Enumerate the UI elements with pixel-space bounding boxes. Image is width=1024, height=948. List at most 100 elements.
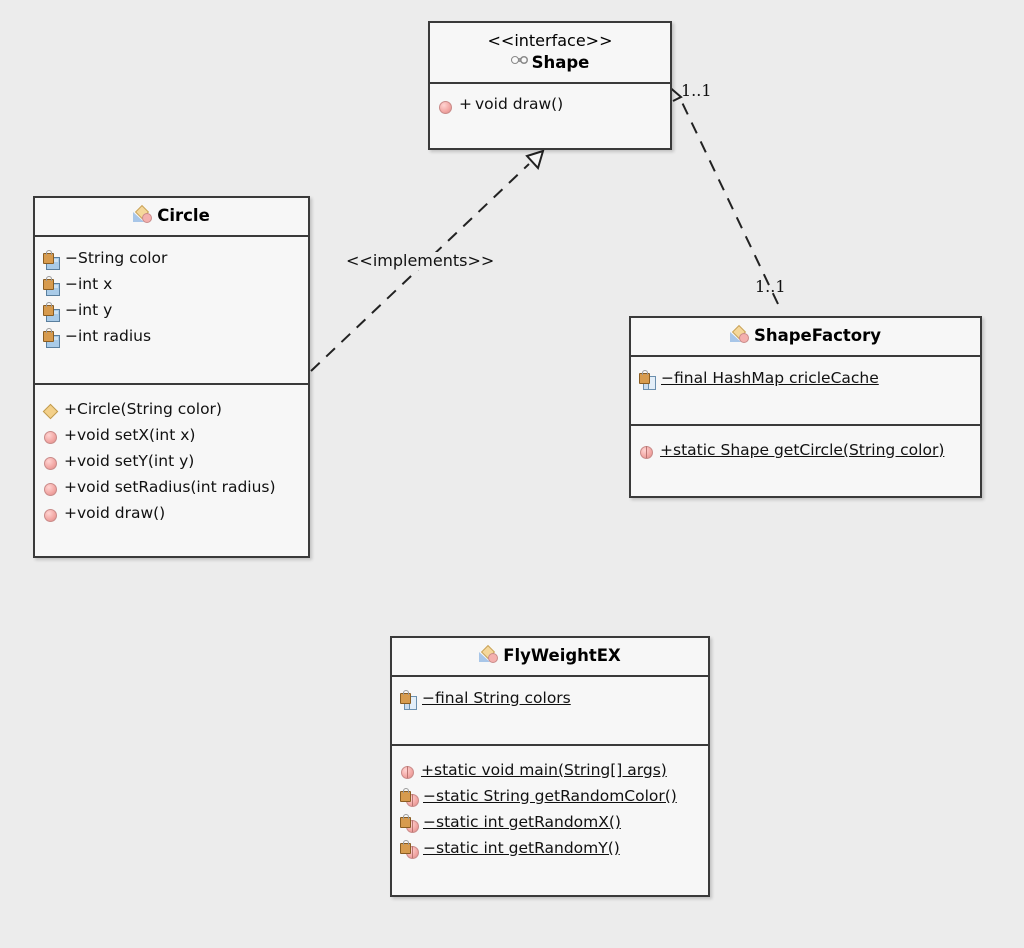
interface-icon bbox=[510, 55, 528, 67]
member-row[interactable]: + static void main(String[] args) bbox=[400, 757, 702, 783]
member-visibility: − bbox=[423, 786, 436, 805]
public-method-icon bbox=[43, 508, 59, 523]
compartment-divider bbox=[392, 675, 708, 678]
member-row[interactable]: − static int getRandomX() bbox=[400, 809, 702, 835]
member-visibility: − bbox=[65, 248, 78, 267]
member-visibility: + bbox=[459, 95, 472, 114]
private-static-method-icon bbox=[400, 813, 419, 834]
member-signature: Circle(String color) bbox=[77, 399, 222, 418]
class-icon bbox=[479, 644, 499, 663]
member-visibility: − bbox=[65, 300, 78, 319]
member-row[interactable]: + static Shape getCircle(String color) bbox=[639, 437, 974, 463]
class-box-flyweightex[interactable]: FlyWeightEX − final String colors + stat… bbox=[390, 636, 710, 898]
private-field-icon bbox=[43, 275, 61, 296]
member-signature: static void main(String[] args) bbox=[434, 760, 667, 779]
member-signature: void draw() bbox=[77, 503, 166, 522]
class-name-shapefactory: ShapeFactory bbox=[753, 326, 882, 345]
compartment-divider bbox=[631, 424, 980, 427]
member-signature: int x bbox=[78, 274, 113, 293]
member-visibility: + bbox=[64, 399, 77, 418]
compartment-divider bbox=[430, 81, 670, 84]
private-static-field-icon bbox=[400, 689, 418, 710]
member-signature: void setY(int y) bbox=[77, 451, 195, 470]
member-row[interactable]: − static int getRandomY() bbox=[400, 835, 702, 861]
private-field-icon bbox=[43, 327, 61, 348]
member-visibility: − bbox=[423, 812, 436, 831]
member-visibility: + bbox=[64, 425, 77, 444]
compartment-divider bbox=[35, 235, 308, 238]
member-signature: static int getRandomY() bbox=[436, 838, 620, 857]
member-signature: String color bbox=[78, 248, 168, 267]
edge-label-implements: <<implements>> bbox=[344, 251, 497, 270]
private-static-method-icon bbox=[400, 787, 419, 808]
fields-compartment-flyweightex: − final String colors bbox=[392, 677, 708, 744]
fields-compartment-circle: − String color − int x − int y − int rad… bbox=[35, 237, 308, 383]
member-row[interactable]: − String color bbox=[43, 245, 302, 271]
edge-uses bbox=[666, 84, 779, 305]
member-row[interactable]: + void draw() bbox=[438, 92, 664, 118]
methods-compartment-shape: + void draw() bbox=[430, 84, 670, 148]
class-title-line: ShapeFactory bbox=[637, 324, 974, 347]
member-row[interactable]: − final String colors bbox=[400, 685, 702, 711]
member-visibility: − bbox=[423, 838, 436, 857]
member-visibility: + bbox=[64, 451, 77, 470]
methods-compartment-circle: + Circle(String color) + void setX(int x… bbox=[35, 385, 308, 556]
member-row[interactable]: − int y bbox=[43, 297, 302, 323]
member-signature: final HashMap cricleCache bbox=[674, 368, 879, 387]
public-method-icon bbox=[438, 100, 454, 114]
member-signature: final String colors bbox=[435, 688, 571, 707]
class-header-circle: Circle bbox=[35, 198, 308, 235]
member-visibility: − bbox=[65, 274, 78, 293]
public-method-icon bbox=[43, 456, 59, 471]
class-name-flyweightex: FlyWeightEX bbox=[503, 646, 621, 665]
member-signature: static Shape getCircle(String color) bbox=[673, 440, 945, 459]
member-visibility: − bbox=[661, 368, 674, 387]
member-signature: void draw() bbox=[475, 95, 564, 114]
member-row[interactable]: + void setRadius(int radius) bbox=[43, 474, 302, 500]
member-row[interactable]: − int radius bbox=[43, 323, 302, 349]
compartment-divider bbox=[631, 355, 980, 358]
class-icon bbox=[133, 204, 153, 223]
class-stereotype: <<interface>> bbox=[487, 31, 613, 50]
private-static-method-icon bbox=[400, 839, 419, 860]
member-signature: int y bbox=[78, 300, 113, 319]
member-visibility: + bbox=[660, 440, 673, 459]
member-visibility: − bbox=[65, 326, 78, 345]
class-header-shapefactory: ShapeFactory bbox=[631, 318, 980, 355]
member-signature: void setX(int x) bbox=[77, 425, 196, 444]
class-title-line: FlyWeightEX bbox=[398, 644, 702, 667]
public-method-icon bbox=[43, 482, 59, 497]
private-field-icon bbox=[43, 249, 61, 270]
public-static-method-icon bbox=[400, 765, 416, 780]
class-box-shape[interactable]: <<interface>> Shape + void draw() bbox=[428, 21, 672, 150]
class-header-shape: <<interface>> Shape bbox=[430, 23, 670, 82]
member-row[interactable]: − final HashMap cricleCache bbox=[639, 365, 974, 391]
class-title-line: Circle bbox=[41, 204, 302, 227]
member-signature: void setRadius(int radius) bbox=[77, 477, 276, 496]
member-visibility: + bbox=[64, 503, 77, 522]
public-static-method-icon bbox=[639, 445, 655, 460]
member-row[interactable]: − static String getRandomColor() bbox=[400, 783, 702, 809]
member-signature: static int getRandomX() bbox=[436, 812, 621, 831]
member-row[interactable]: + void setY(int y) bbox=[43, 448, 302, 474]
class-box-circle[interactable]: Circle − String color − int x − int y − bbox=[33, 196, 310, 559]
member-visibility: − bbox=[422, 688, 435, 707]
class-header-flyweightex: FlyWeightEX bbox=[392, 638, 708, 675]
private-field-icon bbox=[43, 301, 61, 322]
member-row[interactable]: − int x bbox=[43, 271, 302, 297]
class-box-shapefactory[interactable]: ShapeFactory − final HashMap cricleCache… bbox=[629, 316, 982, 499]
class-title-line: Shape bbox=[436, 52, 664, 74]
class-name-shape: Shape bbox=[531, 52, 590, 72]
methods-compartment-shapefactory: + static Shape getCircle(String color) bbox=[631, 426, 980, 496]
compartment-divider bbox=[35, 383, 308, 386]
public-method-icon bbox=[43, 430, 59, 445]
edge-multiplicity-target: 1..1 bbox=[681, 81, 712, 100]
edge-multiplicity-source: 1..1 bbox=[755, 277, 786, 296]
compartment-divider bbox=[392, 744, 708, 747]
member-signature: int radius bbox=[78, 326, 152, 345]
member-row[interactable]: + void setX(int x) bbox=[43, 422, 302, 448]
member-row[interactable]: + Circle(String color) bbox=[42, 396, 302, 422]
member-row[interactable]: + void draw() bbox=[43, 500, 302, 526]
fields-compartment-shapefactory: − final HashMap cricleCache bbox=[631, 357, 980, 424]
member-visibility: + bbox=[421, 760, 434, 779]
